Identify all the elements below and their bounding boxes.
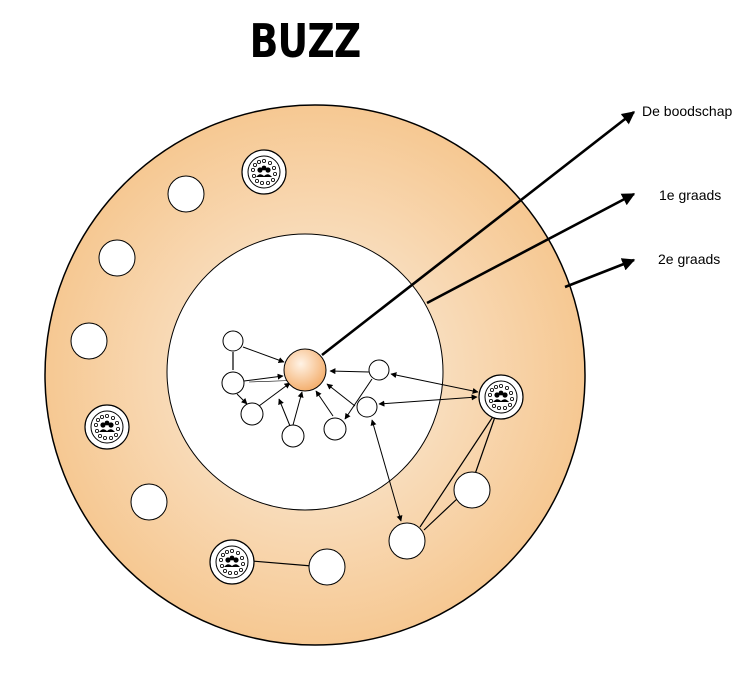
contact-node — [453, 471, 491, 509]
influence-arrow — [326, 383, 356, 407]
label-message: De boodschap — [642, 103, 733, 119]
link-line — [423, 497, 459, 531]
influence-arrow — [243, 373, 284, 382]
contact-node — [167, 175, 205, 213]
influence-arrow — [329, 368, 370, 375]
person-cluster-icon — [241, 149, 287, 195]
contact-node — [130, 483, 168, 521]
bidirectional-arrow — [378, 394, 478, 407]
contact-node — [98, 239, 136, 277]
message-source-node — [283, 348, 327, 392]
contact-node — [281, 424, 305, 448]
bidirectional-arrow — [390, 372, 479, 394]
influence-arrow — [236, 393, 248, 405]
label-second-degree: 2e graads — [658, 251, 720, 267]
link-line — [473, 413, 497, 478]
contact-node — [308, 548, 346, 586]
contact-node — [222, 330, 244, 352]
contact-node — [70, 322, 108, 360]
contact-node — [356, 396, 378, 418]
contact-node — [323, 417, 347, 441]
message-arrow — [321, 110, 636, 357]
person-cluster-icon — [84, 404, 130, 450]
contact-node — [388, 522, 426, 560]
person-cluster-icon — [209, 539, 255, 585]
link-line — [251, 560, 313, 567]
influence-arrow — [315, 390, 334, 417]
first-degree-arrow — [426, 192, 636, 305]
contact-node — [240, 402, 264, 426]
second-degree-arrow — [564, 258, 636, 289]
link-line — [419, 411, 497, 528]
bidirectional-arrow — [370, 419, 403, 522]
contact-node — [221, 371, 245, 395]
influence-arrow — [344, 378, 373, 420]
label-first-degree: 1e graads — [659, 187, 721, 203]
influence-arrow — [242, 346, 285, 363]
diagram-title: BUZZ — [249, 14, 362, 68]
person-cluster-icon — [478, 374, 524, 420]
influence-arrow — [292, 391, 304, 426]
contact-node — [368, 359, 390, 381]
influence-arrow — [278, 398, 291, 427]
influence-arrow — [258, 382, 291, 407]
